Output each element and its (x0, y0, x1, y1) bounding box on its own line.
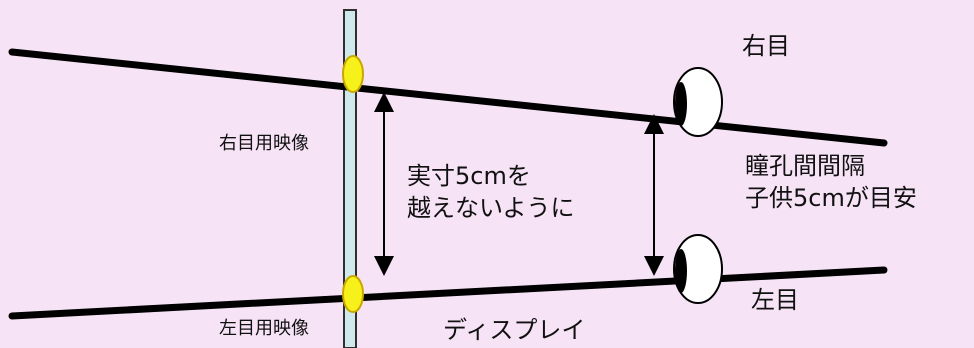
left-eye-sight-line (8, 266, 888, 320)
left-eye-image-point (342, 275, 364, 313)
right-eye-icon (673, 67, 723, 137)
display-bar (343, 9, 357, 348)
pupil-distance-line2: 子供5cmが目安 (745, 184, 917, 213)
left-eye-label: 左目 (751, 286, 799, 314)
left-eye-icon (673, 234, 723, 304)
pupil-distance-note: 瞳孔間間隔 子供5cmが目安 (745, 150, 917, 215)
pupil-distance-line1: 瞳孔間間隔 (745, 152, 865, 180)
right-eye-sight-line (8, 48, 888, 147)
display-label: ディスプレイ (443, 316, 586, 344)
right-eye-label: 右目 (742, 32, 790, 60)
size-limit-note: 実寸5cmを 越えないように (407, 160, 575, 225)
right-eye-image-label: 右目用映像 (219, 133, 309, 154)
left-eye-image-label: 左目用映像 (219, 318, 309, 339)
size-limit-line2: 越えないように (407, 194, 575, 223)
right-eye-image-point (342, 55, 364, 93)
size-limit-line1: 実寸5cmを (407, 162, 531, 190)
